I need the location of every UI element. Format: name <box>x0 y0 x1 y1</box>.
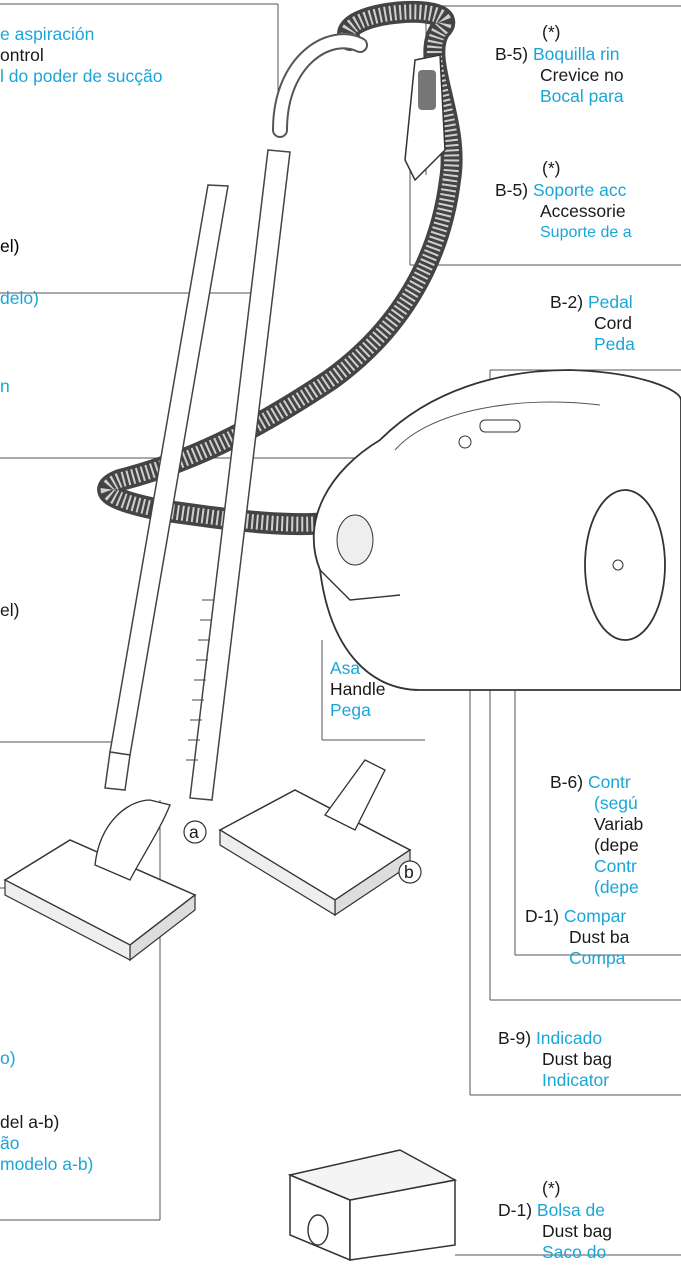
label-accessories-holder: B-5) Soporte acc Accessorie Suporte de a <box>495 180 632 241</box>
suction-pt: l do poder de sucção <box>0 66 163 86</box>
label-suction-control: e aspiración ontrol l do poder de sucção <box>0 24 162 87</box>
label-dust-bag-indicator: B-9) Indicado Dust bag Indicator <box>498 1028 613 1090</box>
nozzle-marker-b: b <box>404 862 414 882</box>
floor-nozzle-b <box>218 759 412 917</box>
label-variable-power: B-6) Contr (segú Variab (depe Contr (dep… <box>550 772 644 897</box>
floor-nozzle-a <box>3 799 197 962</box>
fragment-7: ão <box>0 1133 20 1153</box>
dust-bag <box>287 1149 458 1262</box>
fragment-4: el) <box>0 600 20 620</box>
crevice-star: (*) <box>542 22 561 42</box>
label-cord-pedal: B-2) Pedal Cord Peda <box>550 292 635 354</box>
label-dust-bag: D-1) Bolsa de Dust bag Saco do <box>498 1200 613 1262</box>
fragment-1: el) <box>0 236 20 256</box>
crevice-nozzle <box>404 54 446 182</box>
fragment-5: o) <box>0 1048 16 1068</box>
vacuum-body <box>312 369 681 691</box>
fragment-6: del a-b) <box>0 1112 60 1132</box>
dustbag-star: (*) <box>542 1178 561 1198</box>
suction-es: e aspiración <box>0 24 95 44</box>
nozzle-marker-a: a <box>189 822 199 842</box>
suction-en: ontrol <box>0 45 44 65</box>
accessories-star: (*) <box>542 158 561 178</box>
fragment-3: n <box>0 376 10 396</box>
tube-ticks <box>186 599 214 761</box>
label-dust-bag-compartment: D-1) Compar Dust ba Compa <box>525 906 630 968</box>
fragment-2: delo) <box>0 288 39 308</box>
extension-tube <box>104 149 291 801</box>
fragment-8: modelo a-b) <box>0 1154 94 1174</box>
label-nozzle-model: del a-b) ão modelo a-b) <box>0 1112 93 1175</box>
label-handle: Asa Handle Pega <box>330 658 386 720</box>
label-crevice-nozzle: B-5) Boquilla rin Crevice no Bocal para <box>495 44 624 106</box>
